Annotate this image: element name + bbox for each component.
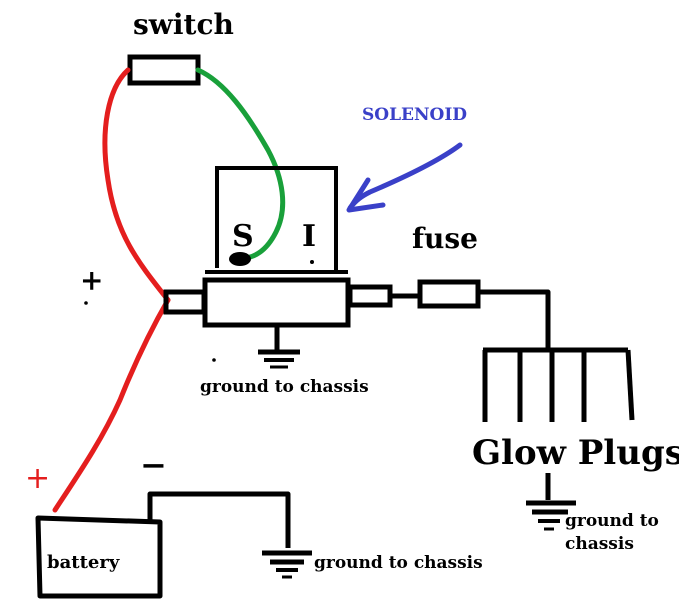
s-terminal-label: S bbox=[232, 219, 254, 254]
ground-symbol-battery bbox=[262, 550, 312, 579]
switch-label: switch bbox=[133, 8, 234, 41]
battery-label: battery bbox=[47, 552, 120, 573]
solenoid-b-terminal bbox=[163, 289, 207, 315]
fuse-component bbox=[417, 279, 481, 309]
solenoid-top-box bbox=[215, 166, 338, 270]
glow-plug-5 bbox=[625, 349, 635, 421]
ground-glow-label-line2: chassis bbox=[565, 534, 634, 554]
battery-negative-wire bbox=[147, 491, 291, 548]
solenoid-arrow bbox=[347, 142, 463, 211]
solenoid-body bbox=[202, 277, 351, 328]
glow-plugs-label: Glow Plugs bbox=[472, 433, 679, 473]
solenoid-output-terminal bbox=[347, 284, 393, 308]
switch-component bbox=[127, 54, 201, 86]
fuse-label: fuse bbox=[412, 222, 478, 255]
red-wire-battery bbox=[52, 297, 171, 513]
ground-symbol-glow-plugs bbox=[526, 473, 576, 531]
plus-sign-left: + bbox=[80, 264, 103, 297]
s-terminal-dot bbox=[229, 252, 251, 266]
i-terminal-label: I bbox=[302, 219, 316, 254]
solenoid-label: SOLENOID bbox=[362, 105, 467, 125]
ground-battery-label: ground to chassis bbox=[314, 553, 483, 573]
red-wire-switch bbox=[102, 67, 171, 303]
ground-solenoid-label: ground to chassis bbox=[200, 377, 369, 397]
ground-glow-label-line1: ground to bbox=[565, 511, 659, 531]
green-wire bbox=[195, 67, 286, 261]
minus-sign-battery: − bbox=[140, 446, 167, 484]
plus-sign-battery: + bbox=[25, 461, 50, 496]
battery-component bbox=[35, 515, 163, 599]
ground-symbol-solenoid bbox=[258, 326, 300, 369]
